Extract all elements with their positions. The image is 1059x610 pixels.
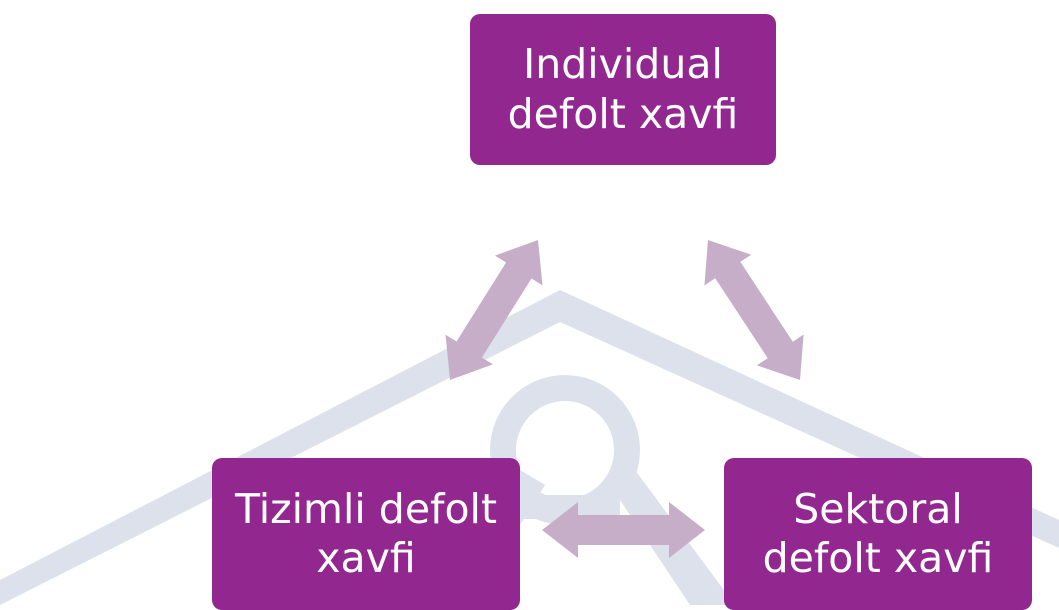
- arrow-individual-sectoral: [704, 240, 804, 380]
- node-sectoral-line2: defolt xavfi: [762, 534, 994, 582]
- node-sectoral-default-risk: Sektoral defolt xavfi: [724, 458, 1032, 610]
- node-individual-default-risk: Individual defolt xavfi: [470, 14, 776, 165]
- node-individual-line2: defolt xavfi: [507, 89, 739, 138]
- watermark-roof: [0, 290, 1059, 605]
- node-individual-line1: Individual: [523, 40, 723, 89]
- node-systemic-line1: Tizimli defolt: [234, 484, 498, 533]
- node-systemic-default-risk: Tizimli defolt xavfi: [212, 458, 520, 610]
- arrow-systemic-sectoral: [542, 502, 705, 558]
- node-sectoral-line1: Sektoral: [793, 484, 963, 533]
- node-systemic-line2: xavfi: [316, 534, 416, 582]
- arrow-individual-systemic: [445, 240, 543, 380]
